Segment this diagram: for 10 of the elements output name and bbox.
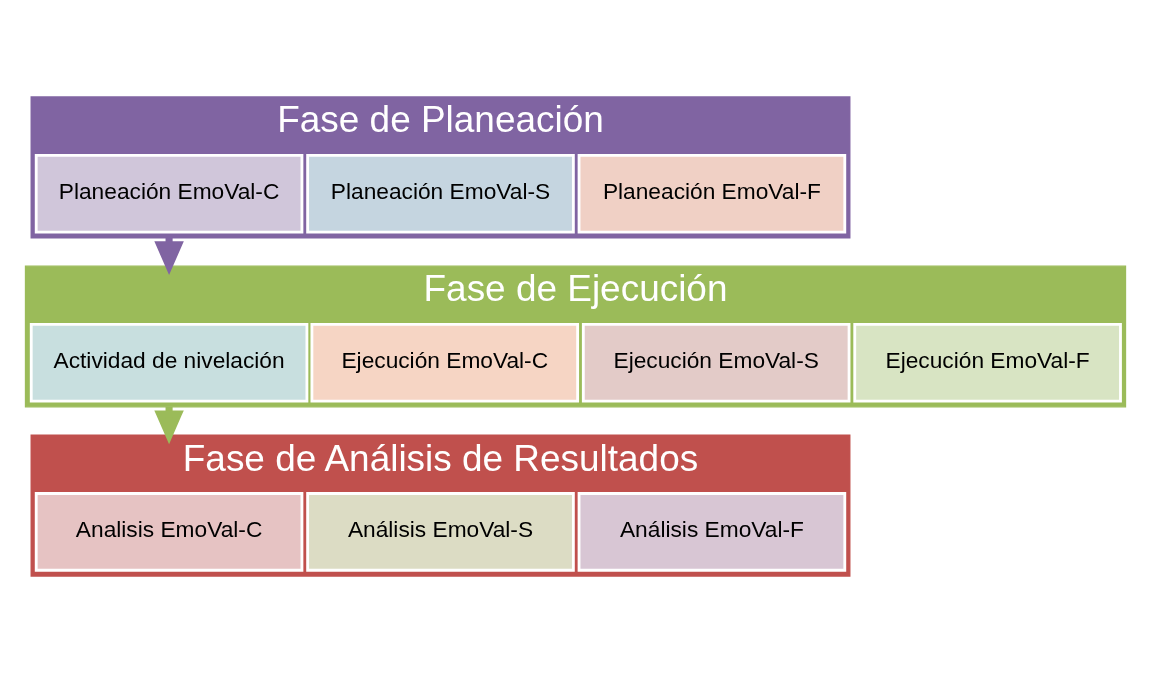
node-box: Análisis EmoVal-S [306, 492, 575, 572]
node-box: Actividad de nivelación [29, 323, 309, 403]
node-box: Análisis EmoVal-F [577, 492, 847, 572]
node-box: Ejecución EmoVal-S [581, 323, 851, 403]
node-box: Planeación EmoVal-S [306, 153, 575, 234]
node-box: Ejecución EmoVal-C [310, 323, 580, 403]
node-box: Planeación EmoVal-F [577, 153, 847, 234]
node-box: Planeación EmoVal-C [34, 153, 304, 234]
node-box: Analisis EmoVal-C [34, 492, 304, 572]
node-box: Ejecución EmoVal-F [853, 323, 1122, 403]
